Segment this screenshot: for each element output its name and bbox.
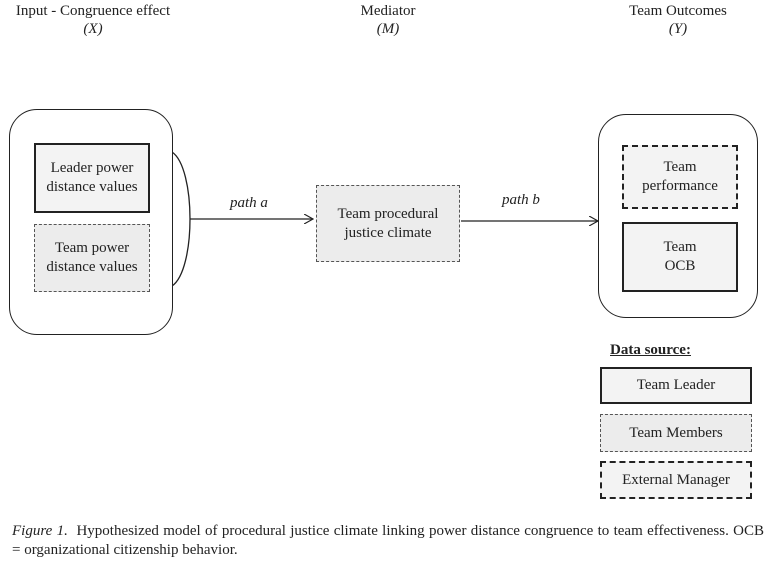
legend-external-manager: External Manager [600,461,752,499]
mediator-label: Team procedural justice climate [337,205,439,241]
header-input: Input - Congruence effect (X) [0,2,186,38]
team-ocb-label: Team OCB [663,239,697,274]
leader-power-distance-box: Leader power distance values [34,143,150,213]
mediator-box: Team procedural justice climate [316,185,460,262]
path-a-label: path a [230,195,268,211]
header-input-symbol: (X) [83,21,103,37]
header-mediator-symbol: (M) [376,21,400,37]
legend-team-members-label: Team Members [629,424,723,441]
header-mediator-label: Mediator [360,3,416,19]
congruence-bracket [171,151,191,287]
legend-external-manager-label: External Manager [622,471,730,488]
leader-power-distance-label: Leader power distance values [46,160,138,195]
caption-text: Hypothesized model of procedural justice… [12,523,764,558]
legend-team-leader-label: Team Leader [636,377,716,393]
path-b-label: path b [502,192,540,208]
figure-label: Figure 1. [12,523,68,539]
header-mediator: Mediator (M) [318,2,458,38]
header-input-label: Input - Congruence effect [15,3,171,19]
legend-team-leader: Team Leader [600,367,752,404]
header-outcomes-label: Team Outcomes [629,3,727,19]
header-outcomes: Team Outcomes (Y) [608,2,748,38]
header-outcomes-symbol: (Y) [668,21,688,37]
team-performance-box: Team performance [622,145,738,209]
team-power-distance-box: Team power distance values [34,224,150,292]
legend-team-members: Team Members [600,414,752,452]
legend-title: Data source: [610,342,691,358]
team-performance-label: Team performance [642,159,718,194]
team-ocb-box: Team OCB [622,222,738,292]
figure-caption: Figure 1. Hypothesized model of procedur… [12,522,764,560]
team-power-distance-label: Team power distance values [46,240,138,275]
